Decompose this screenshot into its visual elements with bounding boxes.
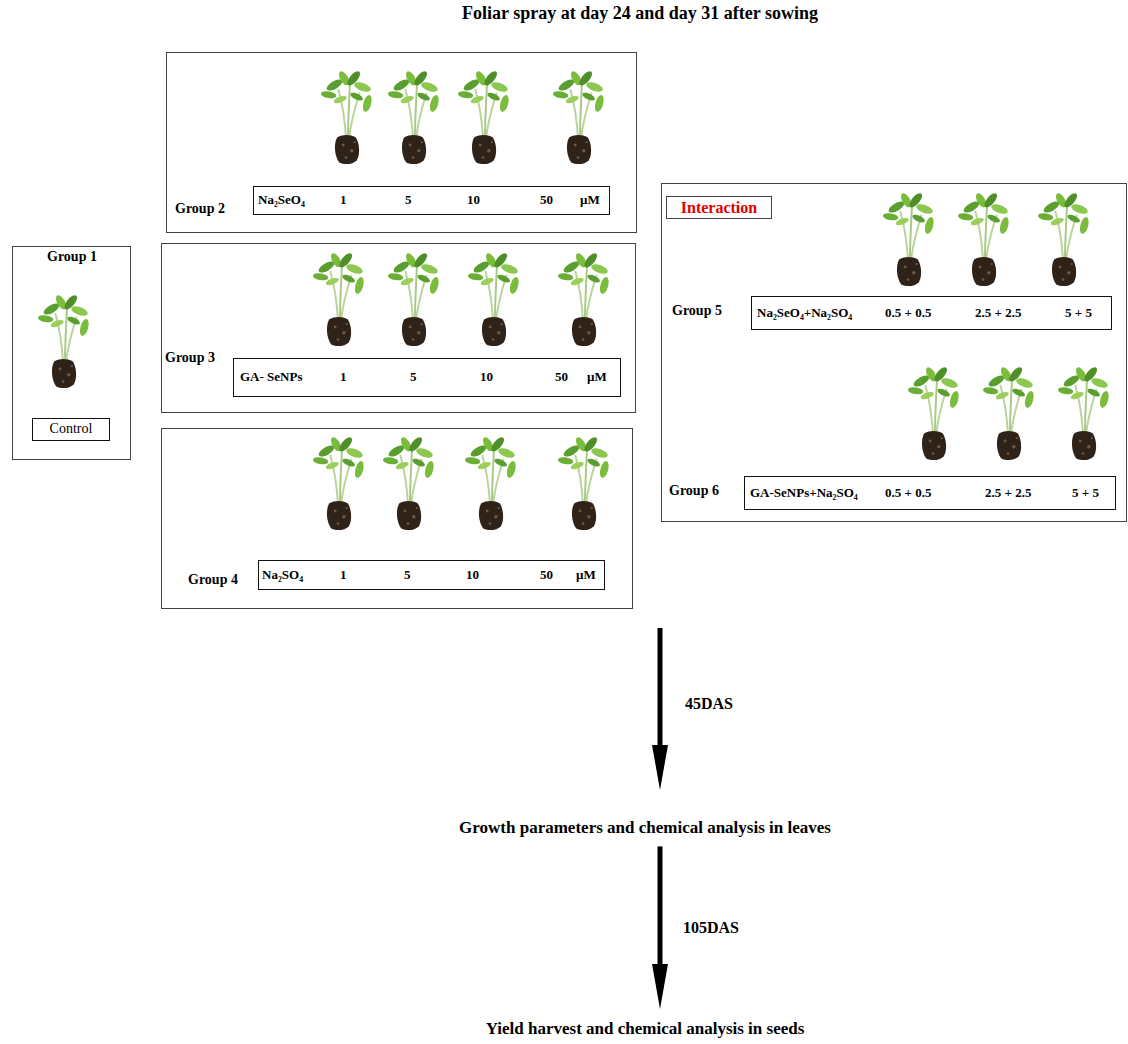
interaction-tag: Interaction (666, 196, 772, 219)
plant-group-3 (312, 251, 610, 346)
treatment-box: Na₂SeO₄+Na₂SO₄ 0.5 + 0.5 2.5 + 2.5 5 + 5 (751, 296, 1112, 330)
arrow-shaft (658, 846, 663, 965)
plant-illustration (552, 69, 605, 164)
plant-illustration (957, 191, 1010, 286)
plant-illustration (882, 191, 935, 286)
plant-illustration (1057, 365, 1110, 460)
flow-arrow (652, 628, 668, 790)
concentration-value: 10 (466, 567, 479, 583)
group-label: Group 6 (669, 483, 719, 500)
concentration-value: 50 (555, 369, 568, 385)
concentration-value: 0.5 + 0.5 (885, 485, 931, 501)
concentration-value: 10 (480, 369, 493, 385)
group-label: Group 5 (672, 303, 722, 320)
group-label: Group 4 (188, 572, 238, 589)
outcome-step: Growth parameters and chemical analysis … (459, 818, 831, 838)
group-label: Group 1 (47, 249, 97, 266)
concentration-value: 5 + 5 (1065, 305, 1092, 321)
concentration-value: 0.5 + 0.5 (885, 305, 931, 321)
plant-illustration (1037, 191, 1090, 286)
unit-label: µM (576, 567, 596, 583)
treatment-name: Na₂SeO₄ (258, 192, 305, 208)
concentration-value: 1 (340, 567, 347, 583)
concentration-value: 10 (467, 192, 480, 208)
plant-illustration (557, 435, 610, 530)
plant-illustration (464, 435, 517, 530)
arrow-head (652, 745, 668, 790)
concentration-value: 2.5 + 2.5 (975, 305, 1021, 321)
group-box: Group 1 Control (12, 246, 131, 460)
flow-arrow (652, 846, 668, 1009)
treatment-name: Na₂SO₄ (262, 567, 303, 583)
outcome-step: Yield harvest and chemical analysis in s… (486, 1019, 805, 1039)
interaction-panel: Group 5 Group 6 InteractionNa₂SeO₄+Na₂SO₄ 0… (661, 183, 1127, 522)
control-box: Control (32, 418, 110, 441)
group-label: Group 3 (165, 350, 215, 367)
treatment-name: Na₂SeO₄+Na₂SO₄ (757, 305, 852, 321)
plant-group-5 (882, 191, 1090, 286)
outcome-text: Growth parameters and chemical analysis … (459, 818, 831, 838)
plant-group-4 (312, 435, 610, 530)
treatment-box: Na₂SO₄ 1 5 10 50 µM (258, 560, 605, 590)
treatment-box: Na₂SeO₄ 1 5 10 50 µM (253, 186, 610, 215)
treatment-name: GA- SeNPs (240, 369, 302, 385)
plant-group-1 (37, 293, 90, 388)
plant-illustration (457, 69, 510, 164)
plant-illustration (320, 69, 373, 164)
title: Foliar spray at day 24 and day 31 after … (462, 3, 818, 25)
treatment-name: GA-SeNPs+Na₂SO₄ (750, 485, 858, 501)
time-label: 45DAS (685, 694, 733, 713)
outcome-text: Yield harvest and chemical analysis in s… (486, 1019, 805, 1039)
unit-label: µM (587, 369, 607, 385)
plant-illustration (907, 365, 960, 460)
plant-illustration (312, 435, 365, 530)
concentration-value: 50 (540, 567, 553, 583)
plant-illustration (312, 251, 365, 346)
plant-illustration (982, 365, 1035, 460)
concentration-value: 5 + 5 (1072, 485, 1099, 501)
plant-illustration (387, 69, 440, 164)
group-box: Group 4 Na₂SO₄ 1 5 10 50 µM (161, 428, 633, 609)
section-title: Interaction (681, 198, 757, 217)
group-box: Group 3 GA- SeNPs 1 5 10 50 µM (161, 243, 636, 413)
time-label: 105DAS (683, 918, 739, 937)
treatment-label: Control (50, 421, 93, 438)
treatment-box: GA- SeNPs 1 5 10 50 µM (233, 358, 621, 397)
concentration-value: 1 (340, 369, 347, 385)
concentration-value: 5 (405, 192, 412, 208)
concentration-value: 5 (404, 567, 411, 583)
concentration-value: 5 (410, 369, 417, 385)
plant-illustration (382, 435, 435, 530)
plant-illustration (557, 251, 610, 346)
concentration-value: 50 (540, 192, 553, 208)
plant-illustration (387, 251, 440, 346)
group-label: Group 2 (175, 201, 225, 218)
plant-illustration (467, 251, 520, 346)
arrow-shaft (658, 628, 663, 746)
group-box: Group 2 Na₂SeO₄ 1 5 10 50 µM (166, 52, 637, 233)
plant-group-6 (907, 365, 1110, 460)
arrow-head (652, 964, 668, 1009)
unit-label: µM (580, 192, 600, 208)
plant-illustration (37, 293, 90, 388)
concentration-value: 2.5 + 2.5 (985, 485, 1031, 501)
treatment-box: GA-SeNPs+Na₂SO₄ 0.5 + 0.5 2.5 + 2.5 5 + 5 (744, 476, 1116, 510)
plant-group-2 (320, 69, 605, 164)
concentration-value: 1 (340, 192, 347, 208)
